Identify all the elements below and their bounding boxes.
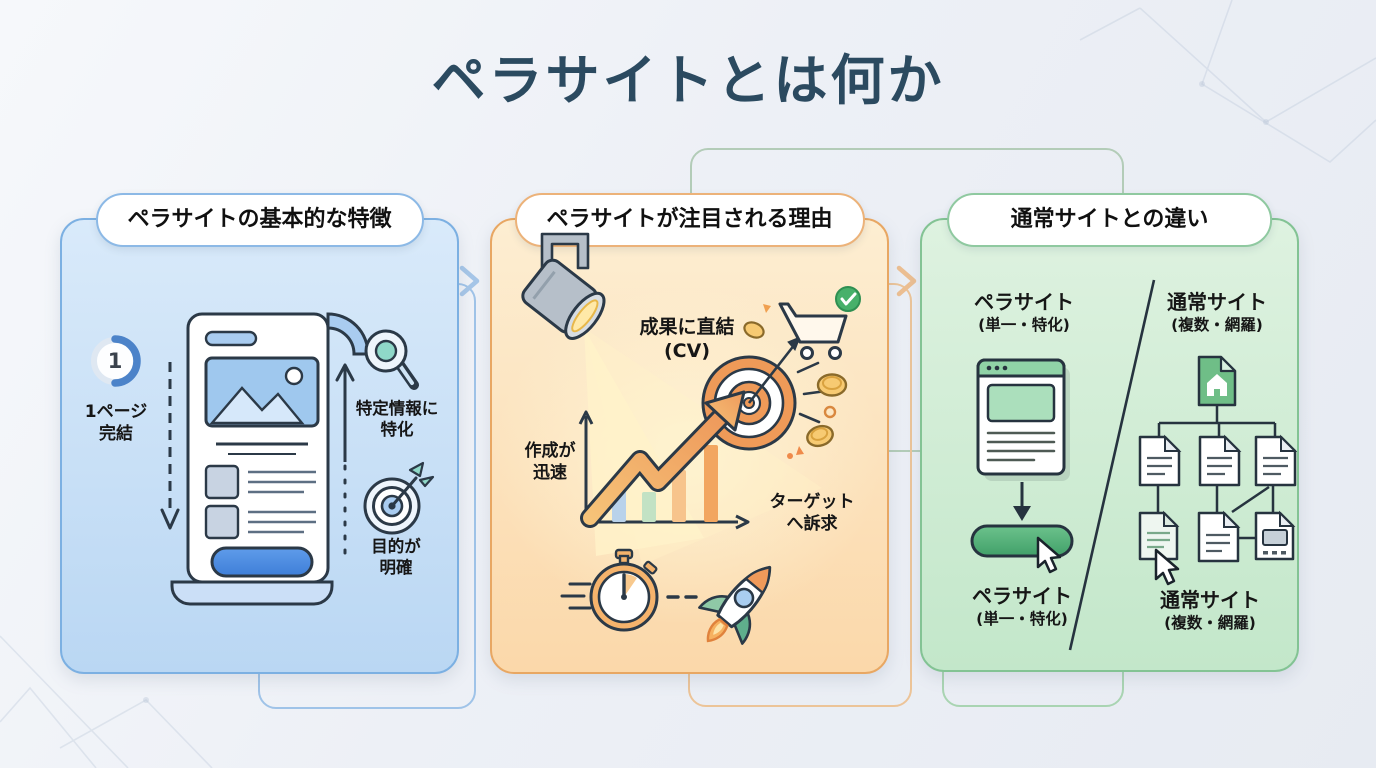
panel-basic-features-header: ペラサイトの基本的な特徴: [95, 193, 424, 247]
cta-button-illustration: [970, 524, 1074, 558]
panel-basic-features: ペラサイトの基本的な特徴 1 1ページ 完結: [60, 193, 459, 674]
spotlight-icon: [521, 232, 606, 340]
label-normal-site-top: 通常サイト (複数・網羅): [1167, 290, 1267, 334]
panel-reasons: ペラサイトが注目される理由: [490, 193, 889, 674]
sitemap-connectors: [1156, 405, 1277, 540]
pera-site-browser-illustration: [976, 358, 1070, 481]
sitemap-illustration: [1138, 355, 1297, 586]
target-dart-icon: [363, 461, 435, 535]
panel-comparison-header: 通常サイトとの違い: [946, 193, 1273, 247]
arrow-up-dashed-icon: [335, 363, 355, 562]
subpage-doc-icons-bottom: [1138, 510, 1296, 563]
stopwatch-icon: [560, 548, 698, 632]
label-pera-site-top: ペラサイト (単一・特化): [974, 290, 1074, 334]
home-page-icon: [1197, 355, 1237, 407]
label-pera-site-bottom: ペラサイト (単一・特化): [972, 584, 1072, 628]
label-specific-info: 特定情報に 特化: [355, 399, 439, 440]
label-fast-creation: 作成が 迅速: [524, 441, 576, 483]
label-one-page: 1ページ 完結: [84, 402, 148, 444]
one-page-badge: 1: [107, 349, 123, 373]
arrow-down-icon: [1013, 482, 1031, 521]
one-page-ring-icon: [91, 335, 141, 387]
arrow-down-dashed-icon: [160, 362, 180, 530]
check-circle-icon: [835, 286, 861, 312]
comparison-illustration: [970, 279, 1297, 651]
reasons-illustration: [492, 232, 882, 645]
label-direct-cv: 成果に直結 (CV): [639, 316, 735, 363]
panel-comparison: 通常サイトとの違い: [920, 193, 1299, 672]
magnifier-icon: [364, 329, 419, 390]
label-target-appeal: ターゲット へ訴求: [769, 492, 855, 534]
rising-arrow: [580, 390, 746, 528]
divider-diagonal-line: [1068, 279, 1156, 651]
chevron-right-icon-blue: [459, 265, 480, 297]
landing-page-scroll-illustration: [170, 312, 370, 606]
page-title: ペラサイトとは何か: [431, 49, 945, 112]
label-clear-purpose: 目的が 明確: [371, 537, 421, 578]
shopping-cart-icon: [778, 302, 848, 360]
subpage-doc-icons: [1138, 434, 1297, 487]
cursor-icon-right: [1154, 548, 1180, 586]
coin-icons: [743, 304, 848, 459]
target-hit-arrow: [747, 336, 828, 424]
chevron-right-icon-orange: [896, 265, 917, 297]
cursor-icon-left: [1036, 536, 1062, 574]
rocket-icon: [698, 565, 772, 645]
label-normal-site-bottom: 通常サイト (複数・網羅): [1160, 588, 1260, 632]
